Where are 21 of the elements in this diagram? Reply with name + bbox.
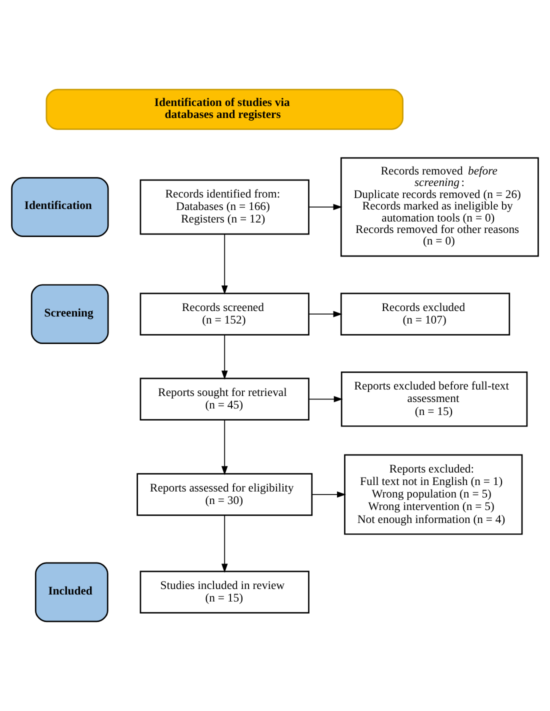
node-box: Included (34, 562, 108, 622)
node-box: Identification (11, 177, 109, 237)
node-box: Reports excluded before full-text assessment (n = 15) (340, 371, 528, 427)
arrow (221, 334, 228, 380)
node-box: Records screened (n = 152) (140, 292, 310, 336)
arrow (221, 419, 228, 476)
arrow (308, 310, 342, 318)
node-box: Studies included in review (n = 15) (140, 570, 310, 614)
arrow (312, 491, 346, 498)
node-box: Screening (30, 284, 109, 344)
node-box: Reports sought for retrieval (n = 45) (140, 378, 310, 421)
arrow (221, 514, 228, 573)
arrow (221, 234, 228, 295)
node-box: Identification of studies via databases and registers (46, 88, 404, 130)
node-box: Records removed before screening: Duplicate records removed (n = 26) Records marked as ineligible by automation tools (n = 0) Records removed for other reasons (n = 0) (340, 157, 539, 257)
arrow (308, 396, 343, 402)
node-box: Records identified from: Databases (n = 166) Registers (n = 12) (140, 179, 310, 235)
arrow (308, 204, 342, 210)
node-box: Records excluded (n = 107) (340, 292, 510, 336)
node-box: Reports assessed for eligibility (n = 30) (136, 473, 313, 516)
node-box: Reports excluded: Full text not in English (n = 1) Wrong population (n = 5) Wrong intervention (n = 5) Not enough information (n = 4) (344, 454, 523, 535)
